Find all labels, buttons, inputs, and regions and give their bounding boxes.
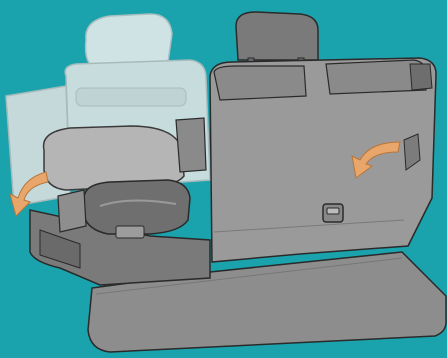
cushion-latch <box>115 225 145 239</box>
cushion-seam <box>99 199 177 207</box>
seatback-release-latch <box>409 63 433 91</box>
cushion-hinge <box>57 189 87 233</box>
latch-handle-icon <box>322 203 344 223</box>
cushion-lower <box>83 179 191 235</box>
ghost-back-bolster <box>75 87 187 107</box>
ghost-headrest <box>84 13 173 70</box>
floor-crease <box>95 257 403 295</box>
seatback-side-handle <box>403 133 421 171</box>
seatback-headrest <box>235 11 319 61</box>
seatback-lower-seam <box>213 219 405 233</box>
frame-side-panel <box>39 229 81 269</box>
center-hinge-bracket <box>175 117 207 173</box>
rear-seatback <box>209 11 437 263</box>
curved-arrow-icon <box>351 141 401 179</box>
curved-arrow-icon <box>9 171 49 217</box>
seatback-top-left-bolster <box>213 65 307 101</box>
folded-cushion <box>42 125 191 239</box>
seatback-panel <box>209 57 437 263</box>
